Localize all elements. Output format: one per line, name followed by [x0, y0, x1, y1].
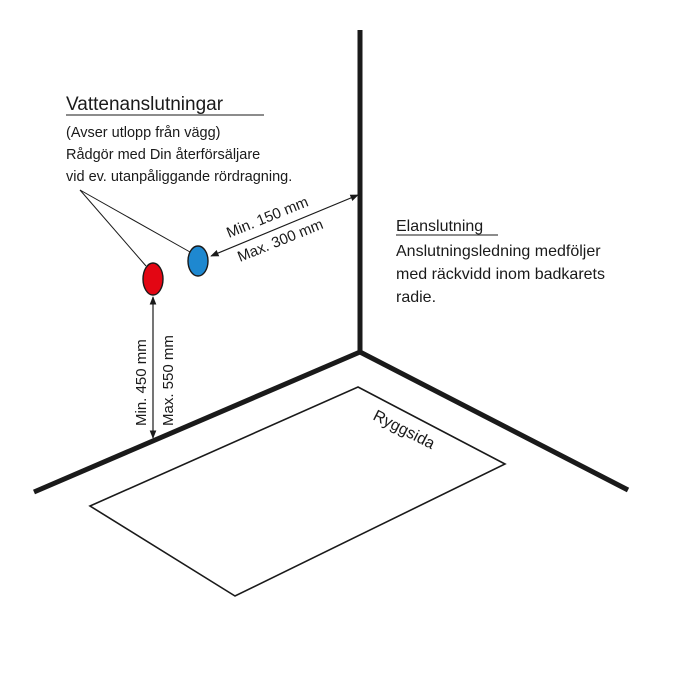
electrical-connection-note-1: Anslutningsledning medföljer [396, 243, 601, 260]
vertical-dimension-max-label: Max. 550 mm [160, 335, 177, 426]
bathtub-outline: Ryggsida [88, 386, 507, 597]
horizontal-distance-dimension: Min. 150 mm Max. 300 mm [210, 193, 359, 266]
floor-left-wall-line [33, 349, 361, 495]
water-connections-note-1: (Avser utlopp från vägg) [66, 125, 220, 141]
floor-right-wall-line [358, 349, 630, 493]
cold-water-outlet-icon [187, 245, 209, 277]
vertical-distance-dimension: Min. 450 mm Max. 550 mm [133, 296, 177, 439]
leader-line-to-cold [79, 189, 191, 253]
water-connections-callout: Vattenanslutningar (Avser utlopp från vä… [66, 94, 292, 267]
water-outlets [142, 245, 209, 296]
vertical-dimension-min-label: Min. 450 mm [133, 339, 150, 426]
bathtub-rectangle [88, 386, 507, 597]
electrical-connection-note-2: med räckvidd inom badkarets [396, 266, 605, 283]
electrical-connection-callout: Elanslutning Anslutningsledning medfölje… [396, 218, 605, 306]
water-connections-title: Vattenanslutningar [66, 94, 224, 115]
horizontal-dimension-arrow [210, 194, 359, 257]
hot-water-outlet-icon [142, 262, 164, 296]
water-connections-note-3: vid ev. utanpåliggande rördragning. [66, 169, 292, 185]
bathtub-back-side-label: Ryggsida [370, 407, 437, 452]
leader-line-to-hot [79, 189, 147, 267]
water-connections-note-2: Rådgör med Din återförsäljare [66, 147, 260, 163]
room-walls [33, 30, 630, 495]
electrical-connection-note-3: radie. [396, 289, 436, 306]
electrical-connection-title: Elanslutning [396, 218, 483, 235]
